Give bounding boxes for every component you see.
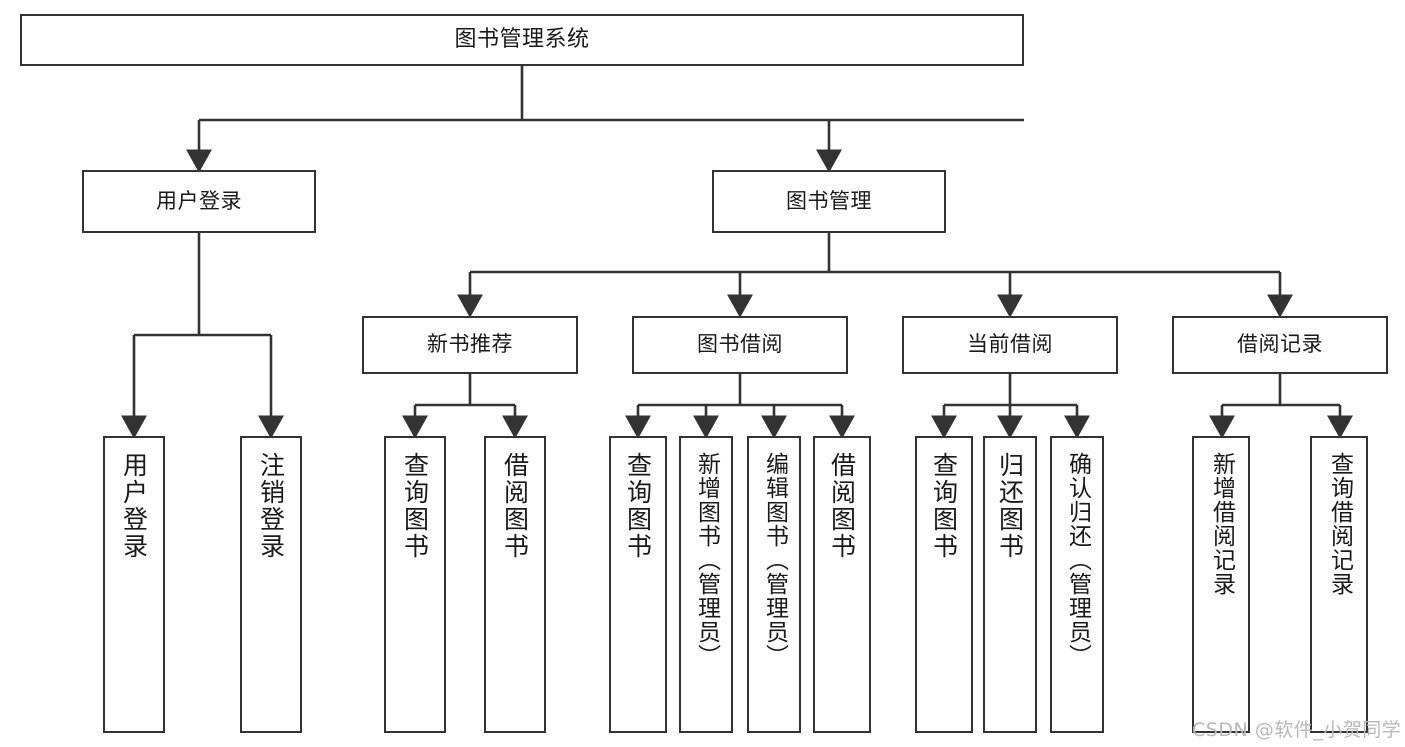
node-label: 确认归还（管理员） (1064, 452, 1091, 668)
node-label: 归还图书 (995, 452, 1025, 560)
node-label: 借阅记录 (1237, 332, 1323, 357)
node-root-system[interactable]: 图书管理系统 (20, 14, 1024, 66)
node-label: 图书管理 (786, 188, 872, 213)
node-label: 用户登录 (119, 452, 149, 560)
node-label: 借阅图书 (500, 452, 530, 560)
node-current-borrow[interactable]: 当前借阅 (902, 316, 1118, 374)
node-label: 查询图书 (623, 452, 653, 560)
node-label: 注销登录 (256, 452, 286, 560)
leaf-borrow-add-book-admin[interactable]: 新增图书（管理员） (679, 436, 733, 733)
leaf-records-query-record[interactable]: 查询借阅记录 (1310, 436, 1368, 733)
leaf-records-add-record[interactable]: 新增借阅记录 (1192, 436, 1250, 733)
watermark-text: CSDN @软件_小贺同学 (1192, 719, 1402, 741)
leaf-current-confirm-return-admin[interactable]: 确认归还（管理员） (1050, 436, 1104, 733)
leaf-borrow-query-book[interactable]: 查询图书 (609, 436, 667, 733)
node-label: 编辑图书（管理员） (761, 452, 788, 668)
leaf-borrow-edit-book-admin[interactable]: 编辑图书（管理员） (747, 436, 801, 733)
node-book-borrow[interactable]: 图书借阅 (632, 316, 848, 374)
leaf-user-login-login[interactable]: 用户登录 (103, 436, 165, 733)
leaf-user-login-logout[interactable]: 注销登录 (240, 436, 302, 733)
leaf-recommend-borrow-book[interactable]: 借阅图书 (484, 436, 546, 733)
leaf-recommend-query-book[interactable]: 查询图书 (384, 436, 446, 733)
node-label: 新增借阅记录 (1208, 452, 1235, 596)
node-book-management[interactable]: 图书管理 (712, 170, 946, 233)
node-label: 图书借阅 (697, 332, 783, 357)
node-label: 图书管理系统 (454, 26, 590, 52)
leaf-current-query-book[interactable]: 查询图书 (915, 436, 973, 733)
node-borrow-records[interactable]: 借阅记录 (1172, 316, 1388, 374)
node-label: 查询图书 (400, 452, 430, 560)
node-label: 新增图书（管理员） (693, 452, 720, 668)
node-label: 新书推荐 (427, 332, 513, 357)
leaf-current-return-book[interactable]: 归还图书 (983, 436, 1037, 733)
node-label: 借阅图书 (827, 452, 857, 560)
node-label: 用户登录 (156, 188, 242, 213)
node-label: 查询图书 (929, 452, 959, 560)
node-user-login[interactable]: 用户登录 (82, 170, 316, 233)
leaf-borrow-borrow-book[interactable]: 借阅图书 (813, 436, 871, 733)
node-label: 当前借阅 (967, 332, 1053, 357)
csdn-watermark: CSDN @软件_小贺同学 (1192, 715, 1401, 742)
node-label: 查询借阅记录 (1326, 452, 1353, 596)
node-new-book-recommend[interactable]: 新书推荐 (362, 316, 578, 374)
